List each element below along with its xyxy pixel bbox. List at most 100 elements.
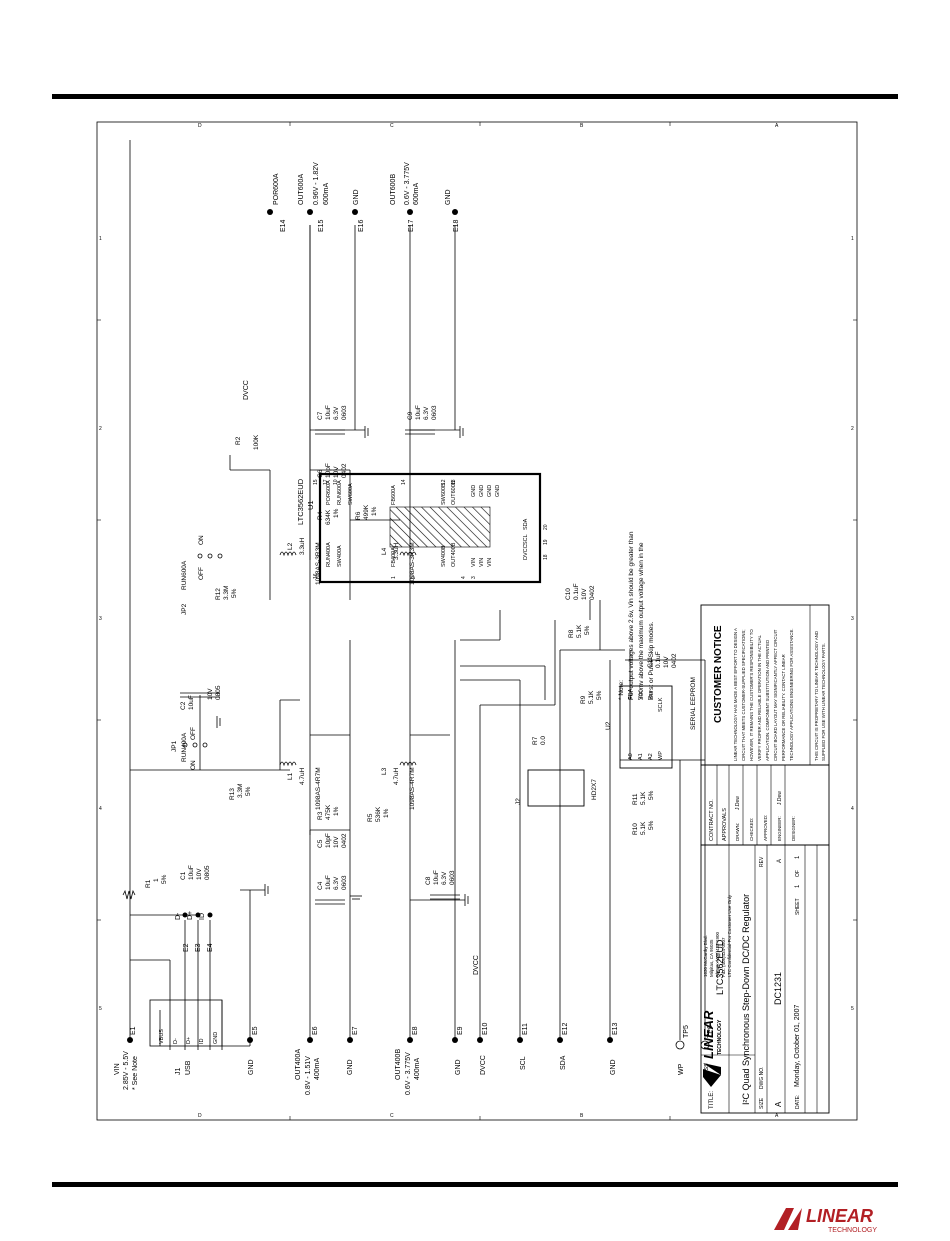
description: I²C Quad Synchronous Step-Down DC/DC Reg… <box>741 894 751 1105</box>
pin-name: OUT600B <box>451 480 457 505</box>
c5-pkg: 0402 <box>341 833 348 848</box>
out600b-range: 0.6V - 3.775V <box>404 162 411 205</box>
exposed-pad <box>389 506 491 548</box>
sheet-label: SHEET <box>795 898 801 915</box>
jp2-label: JP2 <box>181 603 188 615</box>
c6-volt: 10V <box>333 466 340 478</box>
out400b-label: OUT400B <box>395 1049 402 1080</box>
c1-value: 10uF <box>188 865 195 880</box>
c5-volt: 10V <box>333 836 340 848</box>
pin-name: RUN400A <box>326 542 332 567</box>
usb-pin: D+ <box>186 1037 192 1044</box>
r4-tol: 1% <box>333 508 340 518</box>
l2-label: L2 <box>287 542 294 550</box>
e5-label: E5 <box>252 1026 259 1035</box>
j1-type: USB <box>185 1060 192 1075</box>
r4-value: 634K <box>325 509 332 525</box>
c6-pkg: 0402 <box>341 463 348 478</box>
pin-number: 15 <box>313 479 319 485</box>
r12-label: R12 <box>215 588 222 600</box>
c4-volt: 6.3V <box>333 876 340 890</box>
pin-name: RUN600A <box>337 480 343 505</box>
tp5-label: TP5 <box>683 1025 690 1038</box>
footer-linear-logo: LINEAR TECHNOLOGY <box>774 1206 877 1234</box>
r11-tol: 5% <box>648 790 655 800</box>
sheet-value: 1 <box>795 884 801 888</box>
c1-label: C1 <box>180 871 187 880</box>
border-mark: 4 <box>851 806 854 812</box>
out600b-label: OUT600B <box>390 174 397 205</box>
pin-name: FB400A <box>391 547 397 567</box>
r11-value: 5.1K <box>640 791 647 805</box>
r7-value: 0.0 <box>540 736 547 745</box>
border-marks-side: 5 4 3 2 1 5 4 3 2 1 <box>99 236 854 1012</box>
left-terminals: VIN 2.85V - 5.5V * See Note E1 J1 USB VB… <box>114 911 714 1095</box>
vin-range: 2.85V - 5.5V <box>123 1051 130 1090</box>
pin-number: 10 <box>333 479 339 485</box>
sheet-border <box>96 121 858 1121</box>
pin-number: 2 <box>411 576 417 579</box>
logo-sub: TECHNOLOGY <box>717 1019 723 1055</box>
pin-number: 14 <box>401 479 407 485</box>
r6-label: R6 <box>355 511 362 520</box>
c6-value: 10pF <box>325 463 332 478</box>
border-mark: 2 <box>851 426 854 432</box>
c4-pkg: 0603 <box>341 875 348 890</box>
border-mark: B <box>580 123 584 129</box>
address-line: Fax: (408)434-0507 <box>721 937 726 977</box>
pin-number: 4 <box>461 576 467 579</box>
jp1-label: JP1 <box>171 740 178 752</box>
e14-label: E14 <box>280 219 287 232</box>
r3-label: R3 <box>317 811 324 820</box>
drawn-label: DRAWN: <box>735 823 740 841</box>
component-symbols <box>122 429 460 905</box>
address-line: Phone: (408)432-1900 <box>715 931 720 977</box>
jumper-jp2 <box>197 553 223 559</box>
r6-tol: 1% <box>371 506 378 516</box>
contract-label: CONTRACT NO. <box>709 799 715 841</box>
border-mark: 4 <box>99 806 102 812</box>
usb-pin: VBUS <box>159 1029 165 1044</box>
out600a-label: OUT600A <box>298 174 305 205</box>
e4-label: E4 <box>207 943 214 952</box>
r5-tol: 1% <box>383 808 390 818</box>
proprietary-line: SUPPLIED FOR USE WITH LINEAR TECHNOLOGY … <box>821 643 826 761</box>
pin-name: SW600A <box>348 483 354 505</box>
c10-value: 0.1uF <box>573 583 580 600</box>
u2-pin: SCLK <box>658 697 664 712</box>
tp5-wp: WP <box>678 1063 685 1075</box>
r10-value: 5.1K <box>640 821 647 835</box>
border-mark: 1 <box>99 236 102 242</box>
footer-logo-sub: TECHNOLOGY <box>828 1227 877 1234</box>
out600a-range: 0.96V - 1.82V <box>313 162 320 205</box>
l4-part: 1098AS-3R3M <box>409 542 416 585</box>
bottom-rule <box>52 1182 898 1187</box>
c6-label: C6 <box>317 469 324 478</box>
right-terminals: E14 POR600A E15 OUT600A 0.96V - 1.82V 60… <box>243 162 460 400</box>
l3-part: 1098AS-4R7M <box>409 767 416 810</box>
design-note: * Note: For output voltages above 2.6v, … <box>618 531 655 700</box>
pin-name: VIN <box>487 558 493 567</box>
r13-tol: 5% <box>245 786 252 796</box>
e12-sda: SDA <box>560 1055 567 1070</box>
out400a-range: 0.8V - 1.51V <box>305 1056 312 1095</box>
notice-line: LINEAR TECHNOLOGY HAS MADE A BEST EFFORT… <box>733 628 738 761</box>
out400a-current: 400mA <box>314 1057 321 1080</box>
e2-name: D- <box>175 912 182 920</box>
pin-number: 12 <box>441 479 447 485</box>
header-j2 <box>527 769 585 807</box>
border-mark: C <box>390 1113 394 1119</box>
e6-label: E6 <box>312 1026 319 1035</box>
pin-number: 1 <box>391 576 397 579</box>
c10-label: C10 <box>565 588 572 600</box>
border-mark: B <box>580 1113 584 1119</box>
j2-part: HD2X7 <box>591 779 598 800</box>
jp2-on: ON <box>198 535 205 545</box>
border-marks-top: D C B A D C B A <box>198 123 779 1119</box>
border-mark: 3 <box>851 616 854 622</box>
e15-label: E15 <box>318 219 325 232</box>
r3-value: 475K <box>325 804 332 820</box>
c9-value: 10uF <box>415 405 422 420</box>
pin-name: SW400B <box>441 545 447 567</box>
pin-name: DVCC <box>523 544 529 560</box>
